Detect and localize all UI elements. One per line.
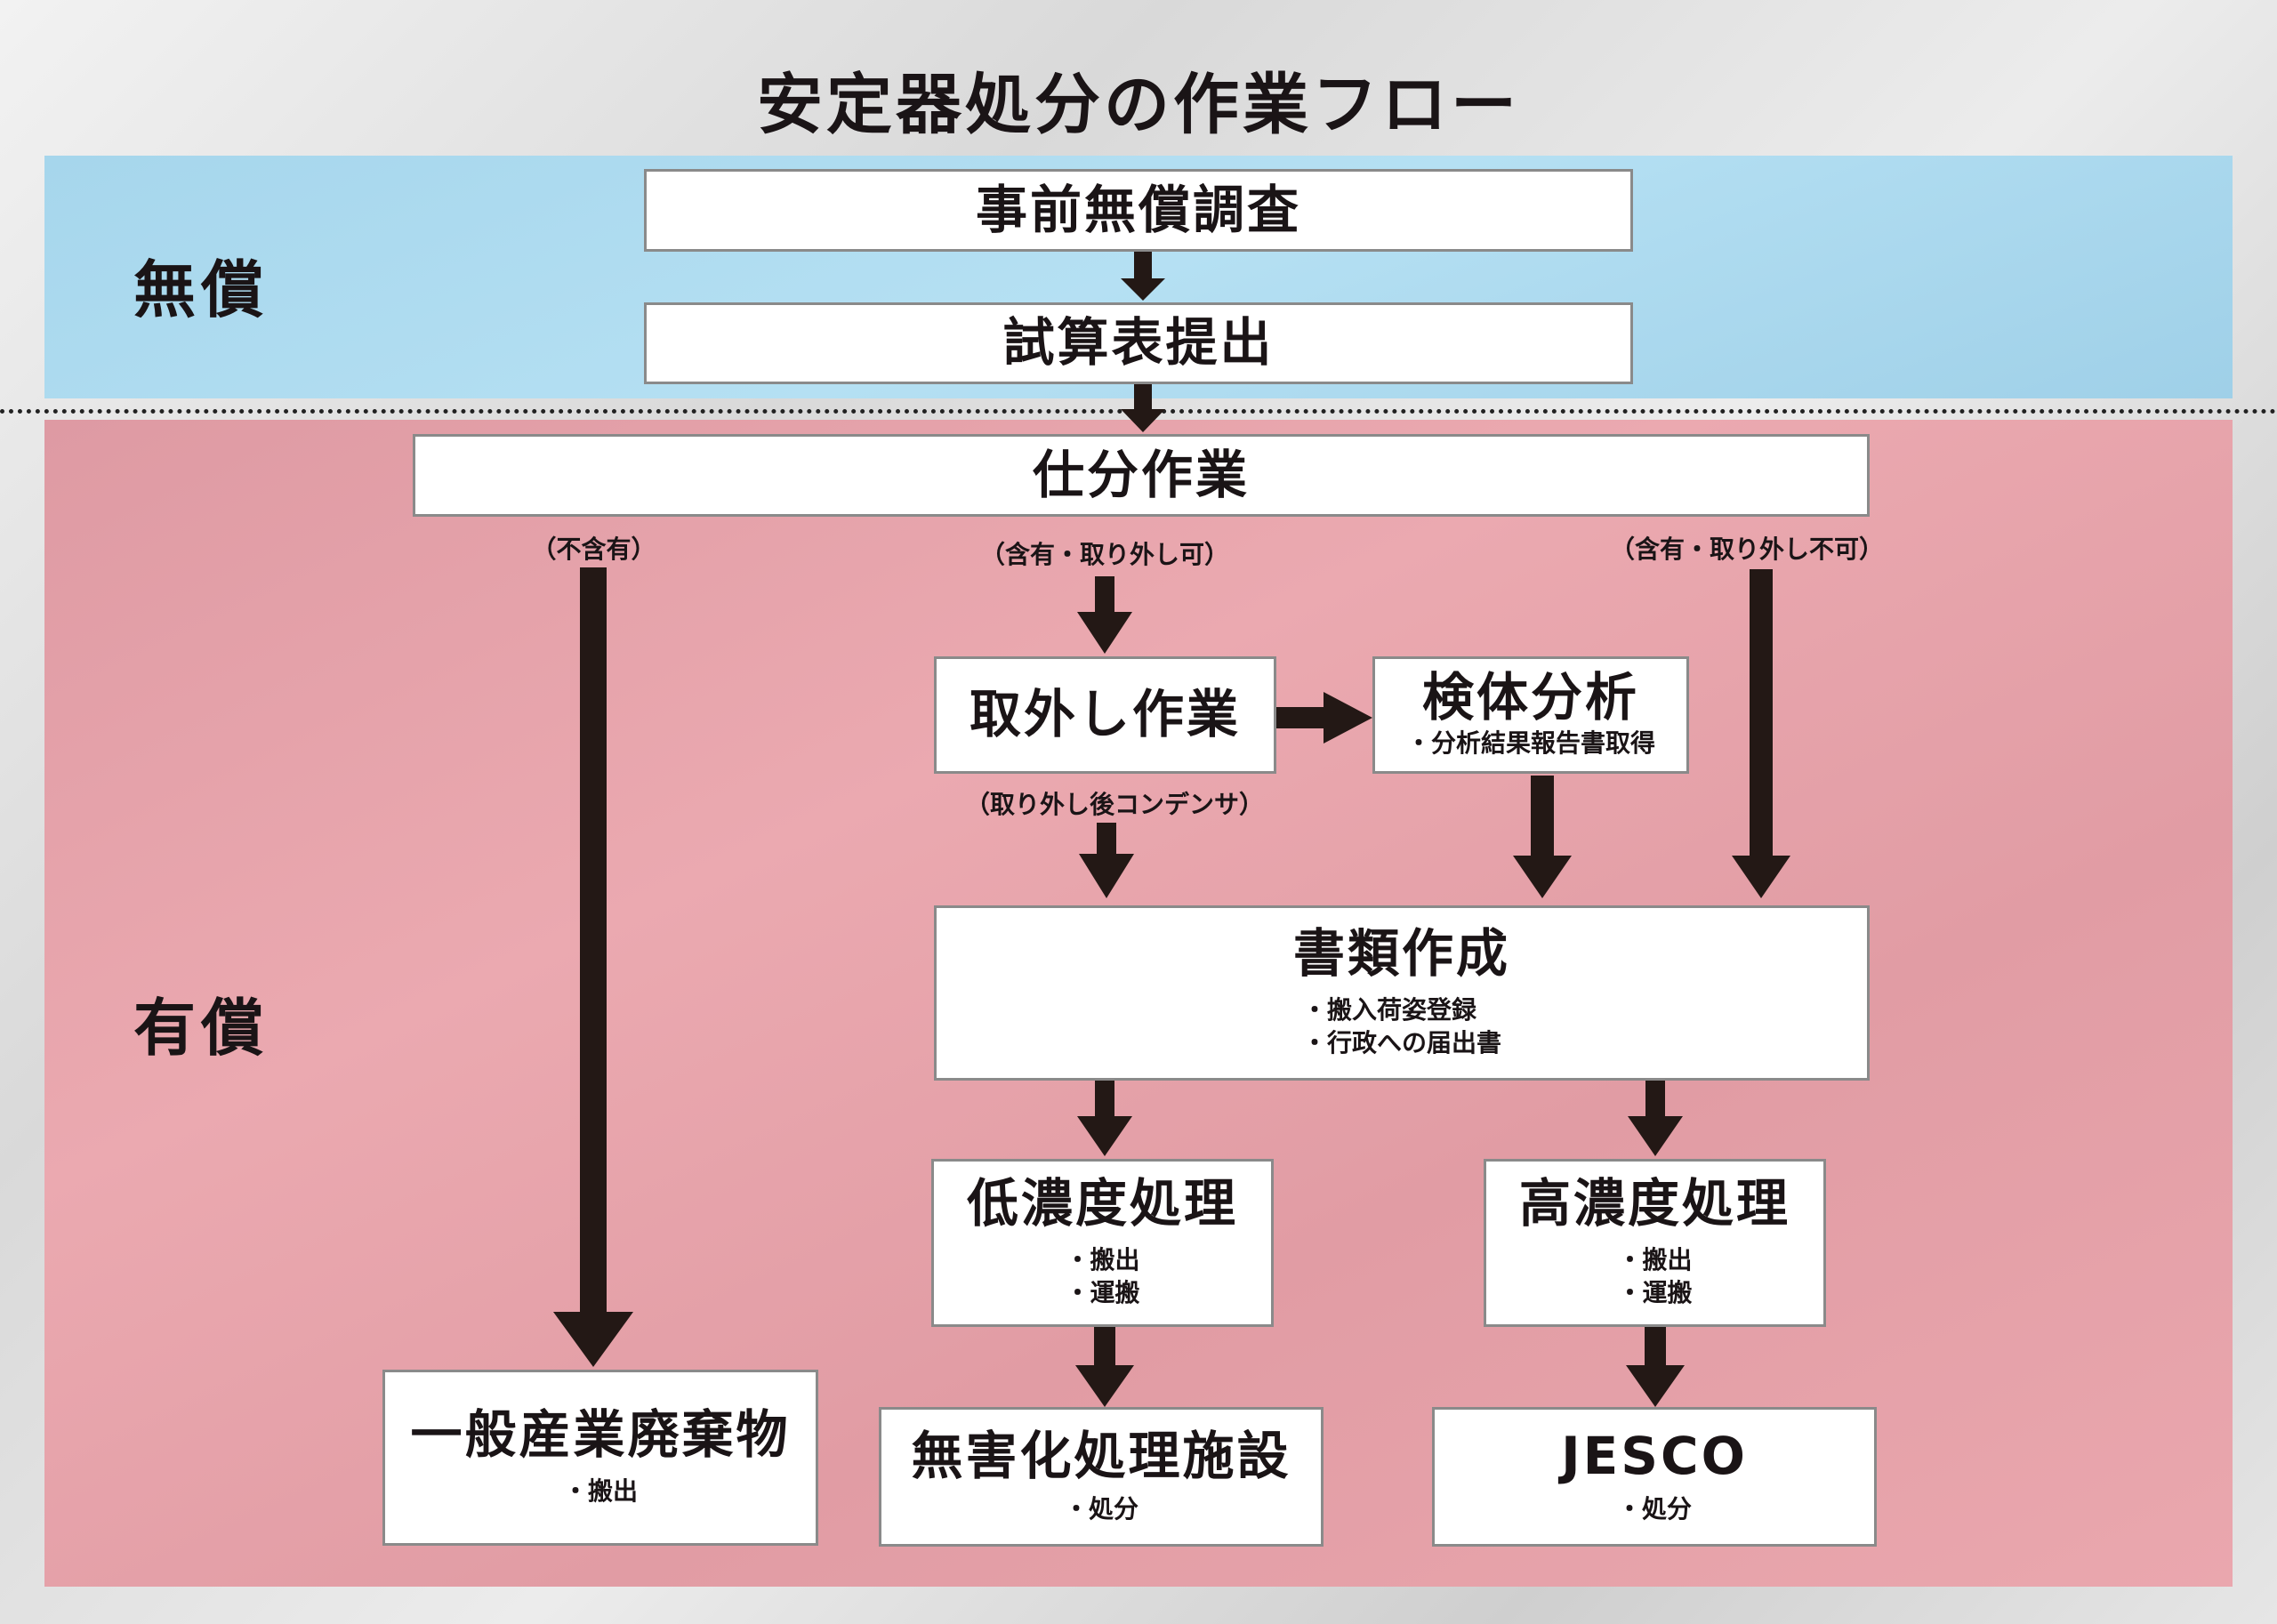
- free-section-label: 無償: [133, 253, 269, 326]
- general-waste-item-1: ・搬出: [562, 1476, 638, 1506]
- documents-title: 書類作成: [1292, 922, 1510, 984]
- general-waste-title: 一般産業廃棄物: [410, 1404, 791, 1466]
- documents-items: ・搬入荷姿登録 ・行政への届出書: [1302, 993, 1501, 1061]
- paid-section-label: 有償: [133, 992, 269, 1065]
- high-concentration-title: 高濃度処理: [1518, 1172, 1790, 1234]
- note-pcb-not-removable: （含有・取り外し不可）: [1610, 535, 1885, 564]
- arrow-analysis-to-documents: [1513, 776, 1572, 898]
- box-general-waste: 一般産業廃棄物 ・搬出: [382, 1370, 818, 1546]
- pre-survey-title: 事前無償調査: [975, 179, 1301, 240]
- note-no-pcb: （不含有）: [531, 535, 656, 564]
- low-concentration-items: ・搬出 ・運搬: [1065, 1243, 1139, 1311]
- arrow-to-removal: [1077, 576, 1132, 654]
- detox-facility-title: 無害化処理施設: [911, 1425, 1291, 1486]
- arrow-to-general-waste: [553, 567, 633, 1367]
- documents-item-2: ・行政への届出書: [1301, 1028, 1501, 1058]
- arrow-low-to-detox: [1075, 1327, 1134, 1407]
- removal-title: 取外し作業: [969, 684, 1241, 745]
- low-concentration-title: 低濃度処理: [966, 1172, 1238, 1234]
- analysis-item-1: ・分析結果報告書取得: [1405, 728, 1655, 758]
- note-after-removal: （取り外し後コンデンサ）: [965, 790, 1265, 819]
- note-pcb-removable: （含有・取り外し可）: [979, 540, 1229, 569]
- box-documents: 書類作成 ・搬入荷姿登録 ・行政への届出書: [934, 905, 1870, 1081]
- arrow-estimate-to-sorting: [1121, 384, 1165, 432]
- diagram-title: 安定器処分の作業フロー: [757, 67, 1520, 143]
- box-pre-survey: 事前無償調査: [644, 169, 1633, 252]
- low-concentration-item-1: ・搬出: [1065, 1244, 1140, 1274]
- box-estimate: 試算表提出: [644, 302, 1633, 384]
- box-analysis: 検体分析 ・分析結果報告書取得: [1372, 656, 1689, 774]
- box-detox-facility: 無害化処理施設 ・処分: [879, 1407, 1324, 1547]
- arrow-survey-to-estimate: [1121, 252, 1165, 301]
- box-low-concentration: 低濃度処理 ・搬出 ・運搬: [931, 1159, 1274, 1327]
- low-concentration-item-2: ・運搬: [1065, 1278, 1140, 1308]
- estimate-title: 試算表提出: [1002, 312, 1275, 374]
- detox-facility-item-1: ・処分: [1063, 1493, 1138, 1524]
- arrow-removal-to-documents: [1079, 823, 1134, 898]
- jesco-title: JESCO: [1561, 1425, 1748, 1486]
- high-concentration-item-2: ・運搬: [1617, 1278, 1693, 1308]
- arrow-not-removable-to-documents: [1732, 569, 1790, 898]
- high-concentration-items: ・搬出 ・運搬: [1617, 1243, 1692, 1311]
- arrow-removal-to-analysis: [1276, 692, 1372, 744]
- box-removal: 取外し作業: [934, 656, 1276, 774]
- sorting-title: 仕分作業: [1032, 444, 1250, 505]
- documents-item-1: ・搬入荷姿登録: [1301, 994, 1476, 1025]
- analysis-title: 検体分析: [1421, 667, 1639, 728]
- arrow-documents-to-high: [1628, 1081, 1683, 1156]
- arrow-high-to-jesco: [1626, 1327, 1685, 1407]
- box-sorting: 仕分作業: [413, 434, 1870, 517]
- high-concentration-item-1: ・搬出: [1617, 1244, 1693, 1274]
- box-jesco: JESCO ・処分: [1432, 1407, 1877, 1547]
- arrow-documents-to-low: [1077, 1081, 1132, 1156]
- jesco-item-1: ・処分: [1616, 1493, 1692, 1524]
- box-high-concentration: 高濃度処理 ・搬出 ・運搬: [1484, 1159, 1826, 1327]
